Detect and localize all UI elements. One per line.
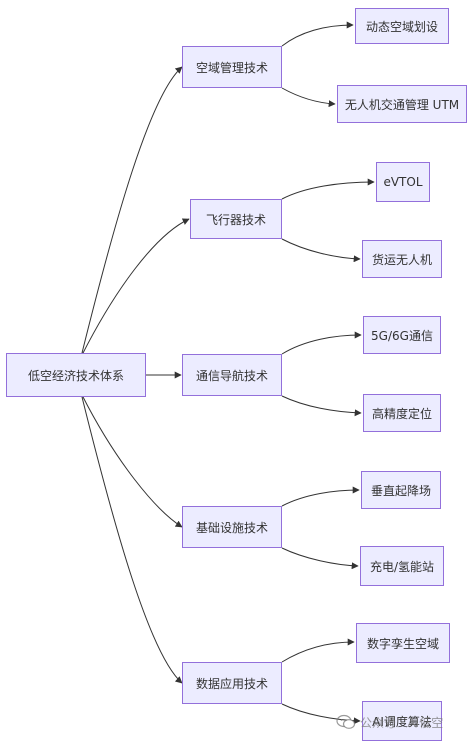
leaf-label: 无人机交通管理 UTM — [344, 97, 460, 112]
edge-root-cat-4 — [81, 396, 183, 684]
leaf-label: 货运无人机 — [371, 252, 432, 267]
category-label: 基础设施技术 — [195, 520, 268, 535]
watermark-text: 公众号 · AI低空 — [360, 715, 444, 730]
leaf-node: 无人机交通管理 UTM — [337, 85, 467, 123]
leaf-label: 5G/6G通信 — [371, 328, 433, 343]
watermark: 公众号 · AI低空 — [336, 710, 443, 734]
category-node-airspace: 空域管理技术 — [182, 46, 282, 88]
wechat-icon — [336, 714, 356, 729]
leaf-node: eVTOL — [376, 162, 430, 202]
leaf-label: AI调度算法 — [372, 714, 432, 729]
edge-root-cat-0 — [81, 66, 183, 354]
category-label: 通信导航技术 — [195, 368, 268, 383]
leaf-label: 充电/氢能站 — [369, 559, 435, 574]
category-node-infrastructure: 基础设施技术 — [182, 506, 282, 548]
edge-cat-3-leaf-1 — [281, 547, 359, 570]
leaf-node: 高精度定位 — [363, 394, 441, 432]
category-label: 飞行器技术 — [205, 212, 266, 227]
edge-cat-2-leaf-1 — [281, 395, 362, 417]
leaf-label: 垂直起降场 — [370, 483, 431, 498]
leaf-node: 垂直起降场 — [361, 471, 441, 509]
edge-cat-0-leaf-0 — [281, 21, 354, 47]
leaf-node: 数字孪生空域 — [356, 623, 450, 663]
edge-cat-3-leaf-0 — [281, 486, 360, 507]
edge-root-cat-1 — [81, 218, 190, 356]
leaf-node: 动态空域划设 — [355, 8, 449, 44]
leaf-label: eVTOL — [383, 175, 423, 189]
edge-cat-1-leaf-1 — [281, 238, 361, 263]
category-label: 空域管理技术 — [195, 60, 268, 75]
leaf-node: 货运无人机 — [362, 240, 442, 278]
leaf-node: 5G/6G通信 — [363, 316, 441, 354]
edge-cat-1-leaf-0 — [281, 178, 375, 200]
leaf-label: 数字孪生空域 — [366, 636, 439, 651]
root-node-label: 低空经济技术体系 — [27, 368, 124, 383]
leaf-label: 高精度定位 — [371, 406, 432, 421]
category-node-aircraft: 飞行器技术 — [190, 199, 282, 239]
root-node: 低空经济技术体系 — [6, 353, 146, 397]
category-node-data-apps: 数据应用技术 — [182, 662, 282, 704]
leaf-node: 充电/氢能站 — [360, 546, 444, 586]
category-node-comm-nav: 通信导航技术 — [182, 354, 282, 396]
edge-root-cat-3 — [81, 394, 183, 528]
edge-cat-2-leaf-0 — [281, 331, 362, 355]
edge-cat-0-leaf-1 — [281, 87, 336, 108]
edge-cat-4-leaf-0 — [281, 638, 355, 663]
category-label: 数据应用技术 — [195, 676, 268, 691]
leaf-label: 动态空域划设 — [365, 19, 438, 34]
leaf-node: AI调度算法 — [362, 701, 442, 741]
